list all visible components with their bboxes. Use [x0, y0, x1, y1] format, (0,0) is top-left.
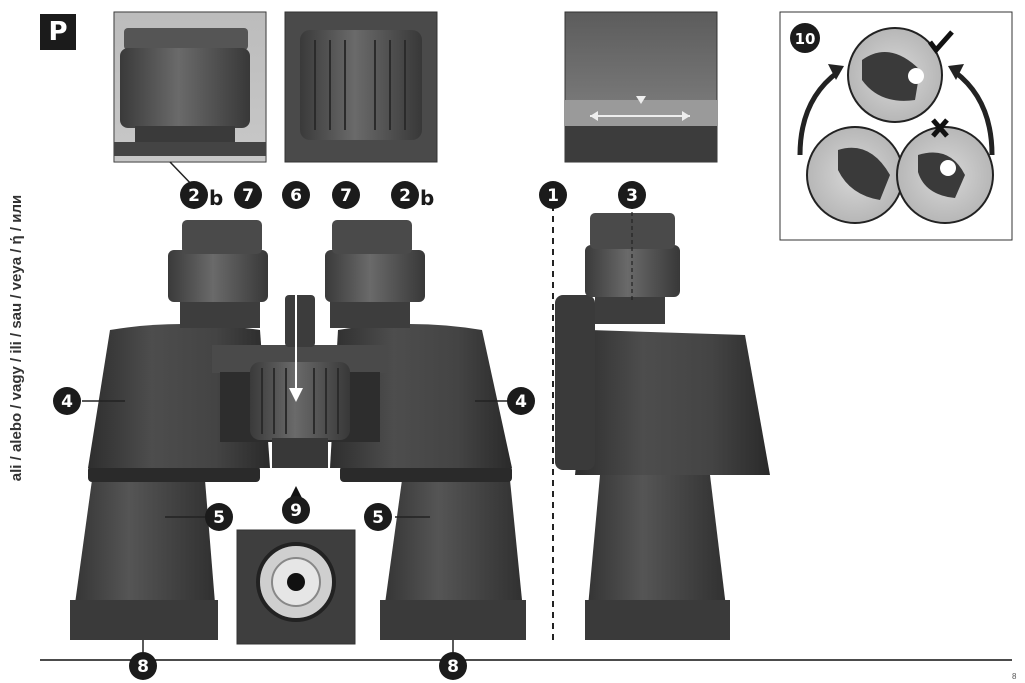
leader-lines	[82, 400, 508, 652]
callout-4-right: 4	[507, 387, 535, 415]
svg-text:9: 9	[290, 501, 302, 521]
right-eyepiece	[325, 250, 425, 302]
right-eyecup	[332, 220, 412, 254]
svg-text:8: 8	[137, 657, 149, 677]
focus-arrow-head	[289, 388, 303, 402]
callout-5-left: 5	[205, 503, 233, 531]
callout-7-left: 7	[234, 181, 262, 209]
svg-text:3: 3	[626, 186, 638, 206]
center-hinge	[272, 438, 328, 468]
inset-diopter-detail	[564, 11, 718, 163]
left-eyepiece	[168, 250, 268, 302]
callout-2b-left: 2 b	[180, 181, 223, 210]
side-hinge	[555, 295, 595, 470]
callout-8-left: 8	[129, 652, 157, 680]
svg-text:1: 1	[547, 186, 559, 206]
svg-text:2: 2	[188, 186, 200, 206]
inset-tripod-socket-detail	[236, 529, 356, 645]
cross-mark-icon	[931, 118, 949, 138]
callout-2b-right: 2 b	[391, 181, 434, 210]
inset-eyepiece-detail	[113, 11, 267, 163]
svg-text:b: b	[420, 186, 434, 210]
side-binoculars	[555, 213, 770, 640]
front-binoculars	[70, 220, 526, 640]
right-curved-arrow	[953, 70, 995, 156]
callout-4-left: 4	[53, 387, 81, 415]
svg-text:8: 8	[447, 657, 459, 677]
right-eyepiece-base	[330, 298, 410, 328]
left-objective-rim	[70, 600, 218, 640]
svg-text:4: 4	[515, 392, 527, 412]
check-mark-icon	[928, 30, 954, 54]
right-body-ring	[340, 466, 512, 482]
svg-text:7: 7	[242, 186, 254, 206]
side-eyepiece-base	[595, 294, 665, 324]
svg-text:5: 5	[372, 508, 384, 528]
left-eyepiece-base	[180, 298, 260, 328]
callout-6: 6	[282, 181, 310, 209]
tripod-arrow-head	[290, 486, 302, 498]
center-post	[285, 295, 315, 347]
callout-10: 10	[790, 23, 820, 53]
callout-7-right: 7	[332, 181, 360, 209]
side-prism-housing	[575, 330, 770, 475]
callout-3: 3	[618, 181, 646, 209]
callout-1: 1	[539, 181, 567, 209]
svg-text:6: 6	[290, 186, 302, 206]
callout-5-right: 5	[364, 503, 392, 531]
svg-text:10: 10	[795, 30, 816, 48]
side-eyecup	[590, 213, 675, 249]
svg-text:5: 5	[213, 508, 225, 528]
image-alignment-inset	[779, 11, 1013, 241]
svg-text:2: 2	[399, 186, 411, 206]
panel-label: P	[40, 14, 76, 50]
page-number: 8	[1012, 672, 1017, 681]
inset-focus-wheel-detail	[284, 11, 438, 163]
callout-9: 9	[282, 496, 310, 524]
central-focus-wheel	[250, 362, 350, 440]
svg-text:4: 4	[61, 392, 73, 412]
svg-text:7: 7	[340, 186, 352, 206]
side-objective-barrel	[585, 475, 730, 640]
left-curved-arrow	[797, 69, 840, 156]
callout-8-right: 8	[439, 652, 467, 680]
svg-text:b: b	[209, 186, 223, 210]
left-body-ring	[88, 466, 260, 482]
right-objective-rim	[380, 600, 526, 640]
side-objective-rim	[585, 600, 730, 640]
left-eyecup	[182, 220, 262, 254]
focus-wheel-ridges	[261, 368, 339, 434]
